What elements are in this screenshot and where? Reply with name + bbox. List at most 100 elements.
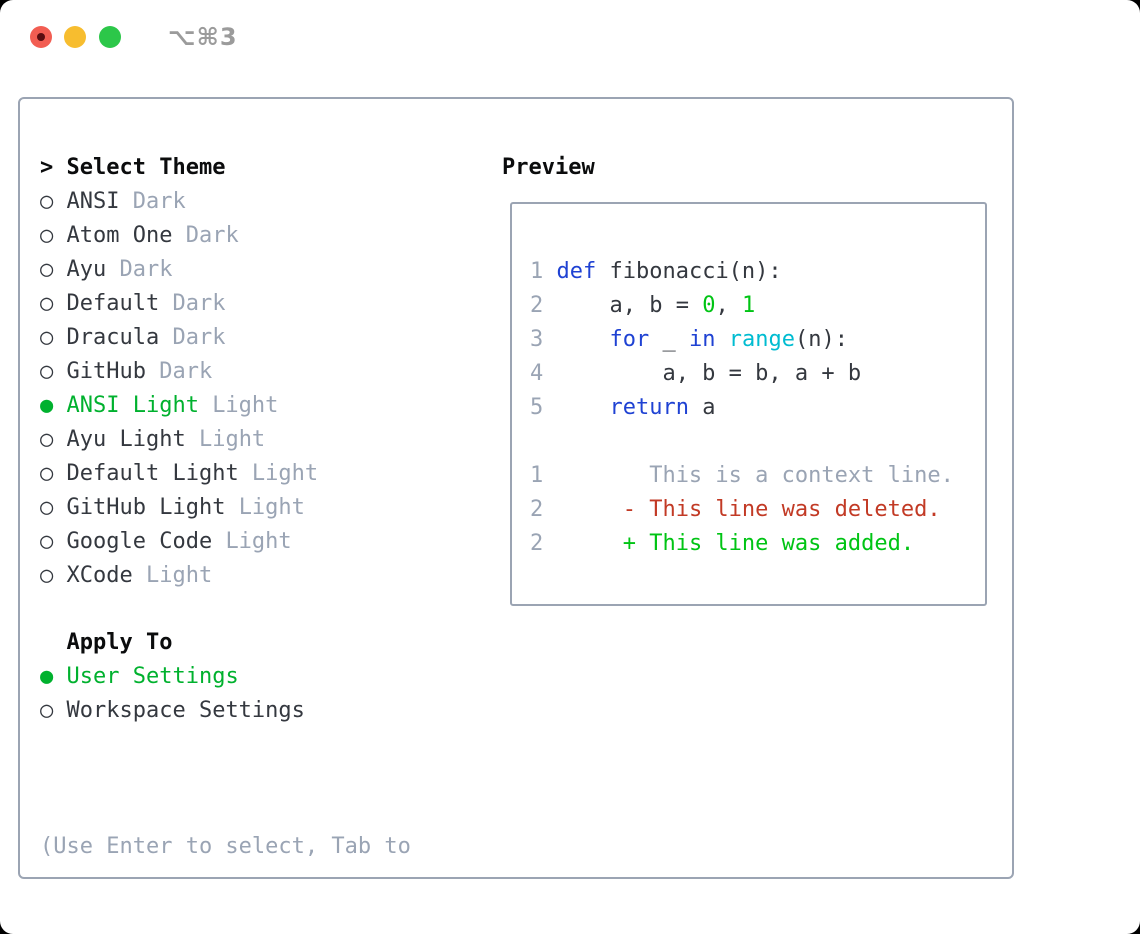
code-line: 2 a, b = 0, 1 <box>530 289 954 323</box>
close-button[interactable] <box>30 26 52 48</box>
code-segment: + This line was added. <box>622 531 915 556</box>
item-label: Default Light <box>66 461 239 486</box>
radio-unselected-icon: ○ <box>40 359 67 384</box>
radio-unselected-icon: ○ <box>40 257 67 282</box>
code-line: 1 def fibonacci(n): <box>530 255 954 289</box>
item-variant-label: Light <box>198 427 266 452</box>
line-number: 3 <box>530 327 544 352</box>
radio-unselected-icon: ○ <box>40 291 67 316</box>
item-label: Apply To <box>66 630 173 655</box>
item-label: Dracula <box>66 325 160 350</box>
code-segment <box>556 395 609 420</box>
item-label: GitHub <box>66 359 146 384</box>
window-title: ⌥⌘3 <box>168 23 238 51</box>
list-cursor-icon: > <box>40 155 67 180</box>
theme-option[interactable]: ○ Ayu Dark <box>40 253 318 287</box>
item-variant-label: Light <box>212 393 279 418</box>
code-segment: for <box>609 327 650 352</box>
item-variant-label: Dark <box>172 325 226 350</box>
help-text: (Use Enter to select, Tab to change focu… <box>40 762 411 934</box>
line-number: 1 <box>530 259 544 284</box>
theme-option[interactable]: ○ Google Code Light <box>40 525 318 559</box>
item-label: Google Code <box>66 529 213 554</box>
code-segment: def <box>556 259 597 284</box>
item-variant-label: Dark <box>119 257 173 282</box>
radio-unselected-icon: ○ <box>40 461 67 486</box>
code-segment: return <box>609 395 689 420</box>
list-cursor-icon <box>40 630 67 655</box>
theme-option[interactable]: ○ Ayu Light Light <box>40 423 318 457</box>
item-variant-label: Dark <box>132 189 186 214</box>
code-segment: _ <box>649 327 689 352</box>
line-number: 4 <box>530 361 544 386</box>
item-variant-label: Light <box>251 461 319 486</box>
code-segment: 1 <box>741 293 756 318</box>
radio-unselected-icon: ○ <box>40 223 67 248</box>
code-segment: a, b = b, a + b <box>556 361 862 386</box>
code-line: 2 + This line was added. <box>530 527 954 561</box>
radio-unselected-icon: ○ <box>40 427 67 452</box>
code-segment <box>715 327 728 352</box>
line-number: 5 <box>530 395 544 420</box>
radio-selected-icon: ● <box>40 393 67 418</box>
item-variant-label: Dark <box>172 291 226 316</box>
preview-heading: Preview <box>502 155 595 180</box>
radio-unselected-icon: ○ <box>40 698 67 723</box>
item-label: Workspace Settings <box>66 698 305 723</box>
line-number: 2 <box>530 531 544 556</box>
radio-selected-icon: ● <box>40 664 67 689</box>
code-segment <box>556 497 622 522</box>
code-segment: fibonacci(n): <box>596 259 782 284</box>
item-label: Default <box>66 291 160 316</box>
item-label: Select Theme <box>66 155 226 180</box>
item-label: GitHub Light <box>66 495 226 520</box>
radio-unselected-icon: ○ <box>40 529 67 554</box>
code-segment: This is a context line. <box>556 463 954 488</box>
zoom-button[interactable] <box>99 26 121 48</box>
code-line: 3 for _ in range(n): <box>530 323 954 357</box>
item-variant-label: Light <box>225 529 292 554</box>
code-segment <box>556 327 609 352</box>
code-segment: , <box>715 293 742 318</box>
line-number: 1 <box>530 463 544 488</box>
theme-option[interactable]: ○ Default Dark <box>40 287 318 321</box>
line-number: 2 <box>530 293 544 318</box>
close-indicator-dot <box>37 33 45 41</box>
item-label: Ayu Light <box>66 427 186 452</box>
code-segment: range <box>728 327 795 352</box>
apply-option[interactable]: ○ Workspace Settings <box>40 694 305 728</box>
theme-option[interactable]: ○ Dracula Dark <box>40 321 318 355</box>
code-segment: (n): <box>794 327 848 352</box>
radio-unselected-icon: ○ <box>40 563 67 588</box>
item-label: User Settings <box>66 664 239 689</box>
code-line: 4 a, b = b, a + b <box>530 357 954 391</box>
code-segment: a <box>688 395 716 420</box>
theme-option[interactable]: ○ Default Light Light <box>40 457 318 491</box>
apply-to-list: Apply To● User Settings○ Workspace Setti… <box>40 626 305 728</box>
radio-unselected-icon: ○ <box>40 325 67 350</box>
code-segment: a, b = <box>556 293 703 318</box>
radio-unselected-icon: ○ <box>40 189 67 214</box>
item-label: ANSI Light <box>66 393 199 418</box>
code-segment: 0 <box>702 293 716 318</box>
code-segment: in <box>688 327 716 352</box>
code-line: 2 - This line was deleted. <box>530 493 954 527</box>
code-line: 1 This is a context line. <box>530 459 954 493</box>
code-line: 5 return a <box>530 391 954 425</box>
minimize-button[interactable] <box>64 26 86 48</box>
code-segment: - This line was deleted. <box>622 497 941 522</box>
apply-option[interactable]: ● User Settings <box>40 660 305 694</box>
theme-option[interactable]: ● ANSI Light Light <box>40 389 318 423</box>
item-label: Ayu <box>66 257 107 282</box>
item-variant-label: Dark <box>185 223 239 248</box>
